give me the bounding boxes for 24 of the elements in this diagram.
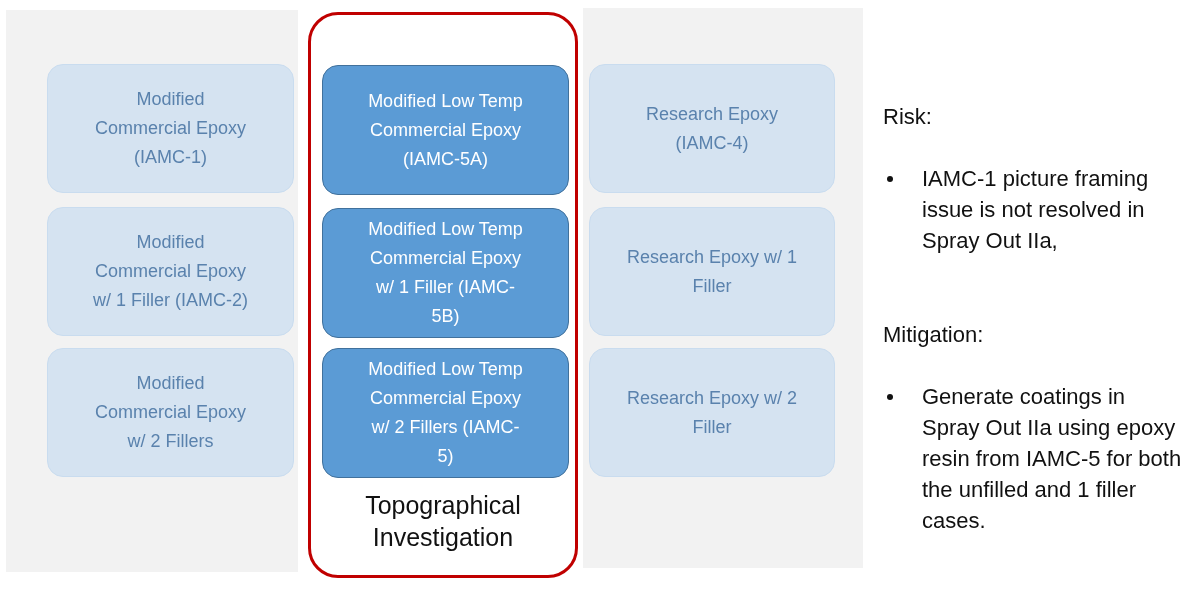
box-label: Modified Low Temp Commercial Epoxy (IAMC-5A) <box>367 89 524 171</box>
box-label: Research Epoxy w/ 2 Filler <box>626 386 798 439</box>
process-box <box>47 348 294 477</box>
process-box <box>322 348 569 478</box>
box-label: Research Epoxy (IAMC-4) <box>644 102 780 155</box>
process-box <box>589 207 835 336</box>
process-box <box>589 348 835 477</box>
box-label: Research Epoxy w/ 1 Filler <box>626 245 798 298</box>
section-heading: Risk: <box>883 103 933 131</box>
bullet-text: Generate coatings in Spray Out IIa using epoxy resin from IAMC-5 for both the unfilled and 1 filler cases. <box>922 383 1183 535</box>
box-label: Modified Commercial Epoxy w/ 1 Filler (IAMC-2) <box>92 231 249 312</box>
box-label: Modified Commercial Epoxy w/ 2 Fillers <box>93 372 247 453</box>
box-label: Modified Low Temp Commercial Epoxy w/ 2 Fillers (IAMC-5) <box>367 358 524 468</box>
bullet-text: IAMC-1 picture framing issue is not resolved in Spray Out IIa, <box>922 165 1150 255</box>
process-box <box>322 208 569 338</box>
group-outline <box>308 12 578 578</box>
box-label: Modified Commercial Epoxy (IAMC-1) <box>93 88 247 169</box>
process-box <box>47 207 294 336</box>
process-box <box>589 64 835 193</box>
group-title: Topographical Investigation <box>364 490 522 553</box>
section-heading: Mitigation: <box>883 321 985 349</box>
box-label: Modified Low Temp Commercial Epoxy w/ 1 Filler (IAMC-5B) <box>367 218 524 328</box>
process-box <box>47 64 294 193</box>
process-box <box>322 65 569 195</box>
